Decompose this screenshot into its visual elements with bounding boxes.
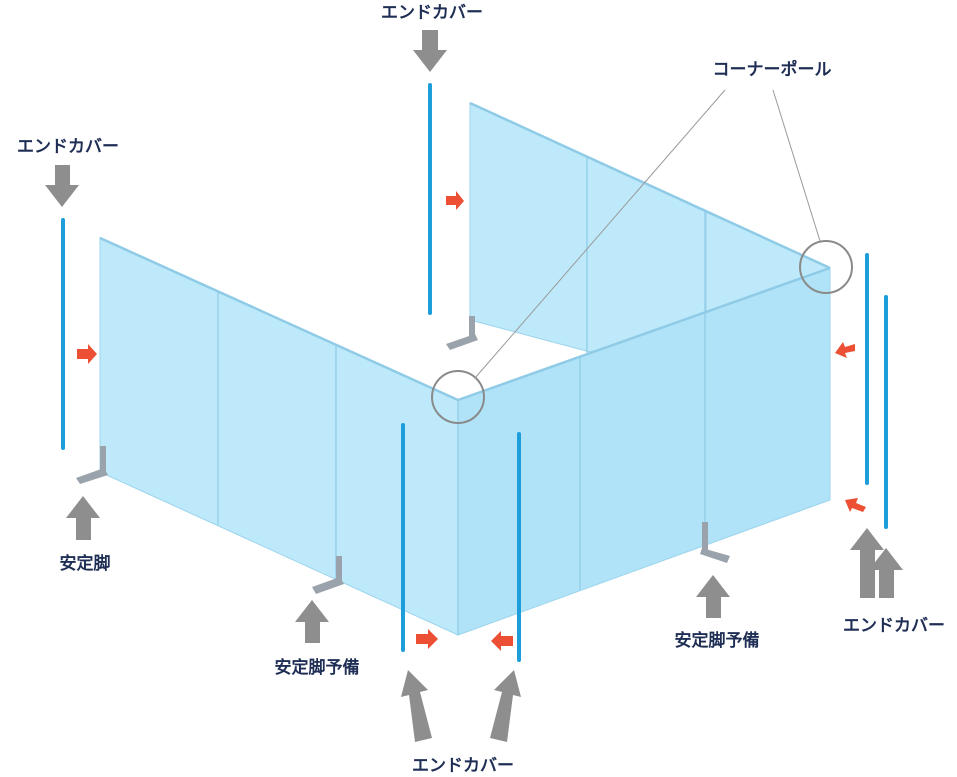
pointer-arrow-up-front-left xyxy=(401,670,432,742)
pointer-arrow-up-front-right xyxy=(490,670,521,742)
pointer-arrow-up-stabilizer xyxy=(66,496,100,540)
label-end-cover-right: エンドカバー xyxy=(843,616,945,636)
label-stabilizer-spare-right: 安定脚予備 xyxy=(675,630,760,651)
pointer-arrow-down-left xyxy=(45,165,79,207)
front-right-wall-top-rim xyxy=(457,266,831,402)
label-stabilizer-spare-left: 安定脚予備 xyxy=(275,657,360,678)
stabilizer-foot-left xyxy=(76,446,108,484)
pointer-arrow-down-top xyxy=(413,30,447,72)
insert-arrow-left xyxy=(77,344,97,364)
stabilizer-foot-back xyxy=(446,316,478,350)
label-stabilizer: 安定脚 xyxy=(60,553,111,574)
back-wall-left-panel xyxy=(469,102,707,353)
pointer-arrow-up-spare-right xyxy=(696,575,730,618)
stabilizer-foot-spare-right xyxy=(700,522,730,563)
corner-pole-ring-back xyxy=(799,240,853,294)
insert-arrow-front-right xyxy=(491,631,513,651)
label-corner-pole: コーナーポール xyxy=(713,59,832,80)
label-end-cover-top: エンドカバー xyxy=(381,3,483,23)
insert-arrow-top xyxy=(446,191,464,210)
pointer-arrow-up-spare-left xyxy=(295,600,329,643)
corner-pole-leader-back xyxy=(772,89,821,242)
label-end-cover-bottom: エンドカバー xyxy=(412,756,514,776)
stabilizer-foot-spare-left xyxy=(312,556,344,594)
pointer-arrow-up-right-outer xyxy=(869,548,903,598)
back-wall-top-rim xyxy=(469,101,831,270)
corner-pole-ring-front xyxy=(431,370,485,424)
insert-arrow-front-left xyxy=(416,629,438,649)
left-wall-top-rim xyxy=(99,236,459,402)
pointer-arrow-up-right-inner xyxy=(850,528,884,598)
label-end-cover-left: エンドカバー xyxy=(17,137,119,157)
insert-arrow-right-top xyxy=(835,342,855,358)
corner-pole-leader-front xyxy=(474,89,726,379)
insert-arrow-right-bottom xyxy=(845,498,866,512)
